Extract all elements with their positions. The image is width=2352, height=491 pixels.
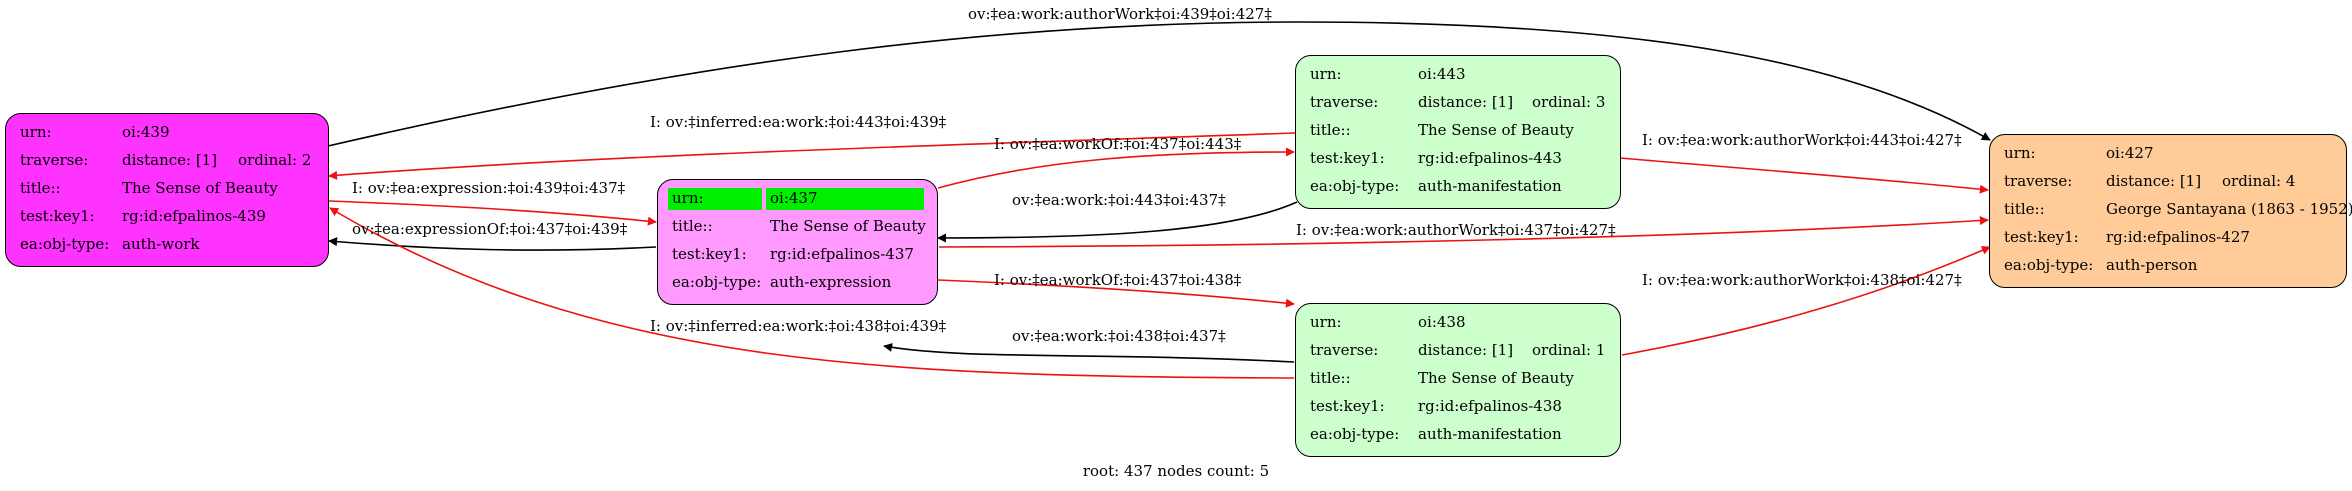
node-value: auth-work: [122, 235, 200, 253]
node-oi-443[interactable]: urn: oi:443 traverse: distance: [1] ordinal…: [1295, 55, 1621, 209]
edge-439-427-authorwork: [327, 21, 1991, 147]
node-value: The Sense of Beauty: [1418, 121, 1574, 139]
node-key: urn:: [20, 123, 52, 141]
node-value: distance: [1]: [1418, 341, 1514, 359]
edge-label: ov:‡ea:expressionOf:‡oi:437‡oi:439‡: [352, 220, 628, 238]
edge-label: I: ov:‡inferred:ea:work:‡oi:443‡oi:439‡: [650, 113, 947, 131]
node-value: rg:id:efpalinos-427: [2106, 228, 2250, 246]
node-value: oi:439: [122, 123, 170, 141]
node-value: The Sense of Beauty: [770, 217, 926, 235]
node-value: auth-manifestation: [1418, 425, 1562, 443]
node-key: title::: [672, 217, 713, 235]
node-key: ea:obj-type:: [20, 235, 110, 253]
edge-label: ov:‡ea:work:‡oi:443‡oi:437‡: [1012, 191, 1226, 209]
node-key: test:key1:: [672, 245, 747, 263]
node-key: urn:: [1310, 65, 1342, 83]
edge-label: ov:‡ea:work:authorWork‡oi:439‡oi:427‡: [968, 5, 1272, 23]
edge-438-439-inferred: [329, 207, 1295, 379]
edge-label: I: ov:‡ea:work:authorWork‡oi:438‡oi:427‡: [1642, 271, 1962, 289]
node-value: auth-expression: [770, 273, 892, 291]
node-key: ea:obj-type:: [672, 273, 762, 291]
node-key: ea:obj-type:: [1310, 177, 1400, 195]
edge-443-437-work: [937, 201, 1298, 243]
edge-439-437-expression: [328, 200, 657, 226]
node-value: rg:id:efpalinos-443: [1418, 149, 1562, 167]
node-oi-427[interactable]: urn: oi:427 traverse: distance: [1] ordinal…: [1989, 134, 2352, 288]
edge-label: I: ov:‡inferred:ea:work:‡oi:438‡oi:439‡: [650, 317, 947, 335]
node-key: title::: [1310, 121, 1351, 139]
node-ordinal: ordinal: 2: [238, 151, 312, 169]
edge-437-439-expressionof: [328, 237, 657, 251]
graph-footer: root: 437 nodes count: 5: [1082, 462, 1270, 480]
node-key: urn:: [2004, 144, 2036, 162]
node-value: oi:437: [770, 189, 818, 207]
node-ordinal: ordinal: 3: [1532, 93, 1606, 111]
node-key: test:key1:: [2004, 228, 2079, 246]
node-value: The Sense of Beauty: [122, 179, 278, 197]
edge-437-443-workof: [937, 147, 1295, 189]
node-value: The Sense of Beauty: [1418, 369, 1574, 387]
node-key: traverse:: [20, 151, 89, 169]
node-value: oi:438: [1418, 313, 1466, 331]
node-key: urn:: [672, 189, 704, 207]
node-key: title::: [1310, 369, 1351, 387]
node-value: oi:427: [2106, 144, 2154, 162]
node-key: test:key1:: [1310, 149, 1385, 167]
node-key: ea:obj-type:: [2004, 256, 2094, 274]
node-key: traverse:: [1310, 341, 1379, 359]
edge-438-437-work: [883, 343, 1295, 363]
node-oi-438[interactable]: urn: oi:438 traverse: distance: [1] ordinal…: [1295, 303, 1621, 457]
edge-438-427-authorwork: [1621, 246, 1991, 356]
urn-highlight-value: [766, 188, 924, 210]
node-value: oi:443: [1418, 65, 1466, 83]
node-key: test:key1:: [1310, 397, 1385, 415]
node-value: George Santayana (1863 - 1952): [2106, 200, 2352, 218]
node-value: auth-person: [2106, 256, 2198, 274]
node-key: traverse:: [1310, 93, 1379, 111]
node-key: title::: [2004, 200, 2045, 218]
node-ordinal: ordinal: 4: [2222, 172, 2296, 190]
node-value: rg:id:efpalinos-438: [1418, 397, 1562, 415]
node-value: distance: [1]: [2106, 172, 2202, 190]
edge-label: I: ov:‡ea:expression:‡oi:439‡oi:437‡: [352, 179, 626, 197]
edge-label: I: ov:‡ea:work:authorWork‡oi:437‡oi:427‡: [1296, 221, 1616, 239]
edge-437-427-authorwork: [938, 216, 1989, 248]
node-value: rg:id:efpalinos-437: [770, 245, 914, 263]
node-key: traverse:: [2004, 172, 2073, 190]
node-value: distance: [1]: [122, 151, 218, 169]
edge-443-439-inferred: [328, 132, 1296, 180]
edge-label: I: ov:‡ea:workOf:‡oi:437‡oi:443‡: [994, 135, 1242, 153]
edge-437-438-workof: [937, 279, 1295, 308]
node-key: test:key1:: [20, 207, 95, 225]
edge-443-427-authorwork: [1619, 157, 1989, 194]
edge-label: ov:‡ea:work:‡oi:438‡oi:437‡: [1012, 327, 1226, 345]
node-key: ea:obj-type:: [1310, 425, 1400, 443]
edge-label: I: ov:‡ea:work:authorWork‡oi:443‡oi:427‡: [1642, 131, 1962, 149]
node-oi-439[interactable]: urn: oi:439 traverse: distance: [1] ordinal…: [5, 113, 329, 267]
node-ordinal: ordinal: 1: [1532, 341, 1606, 359]
node-oi-437-root[interactable]: urn: oi:437 title::The Sense of Beauty te…: [657, 179, 938, 305]
node-key: urn:: [1310, 313, 1342, 331]
node-value: distance: [1]: [1418, 93, 1514, 111]
urn-highlight-key: [668, 188, 762, 210]
edge-label: I: ov:‡ea:workOf:‡oi:437‡oi:438‡: [994, 271, 1242, 289]
node-value: auth-manifestation: [1418, 177, 1562, 195]
node-key: title::: [20, 179, 61, 197]
node-value: rg:id:efpalinos-439: [122, 207, 266, 225]
